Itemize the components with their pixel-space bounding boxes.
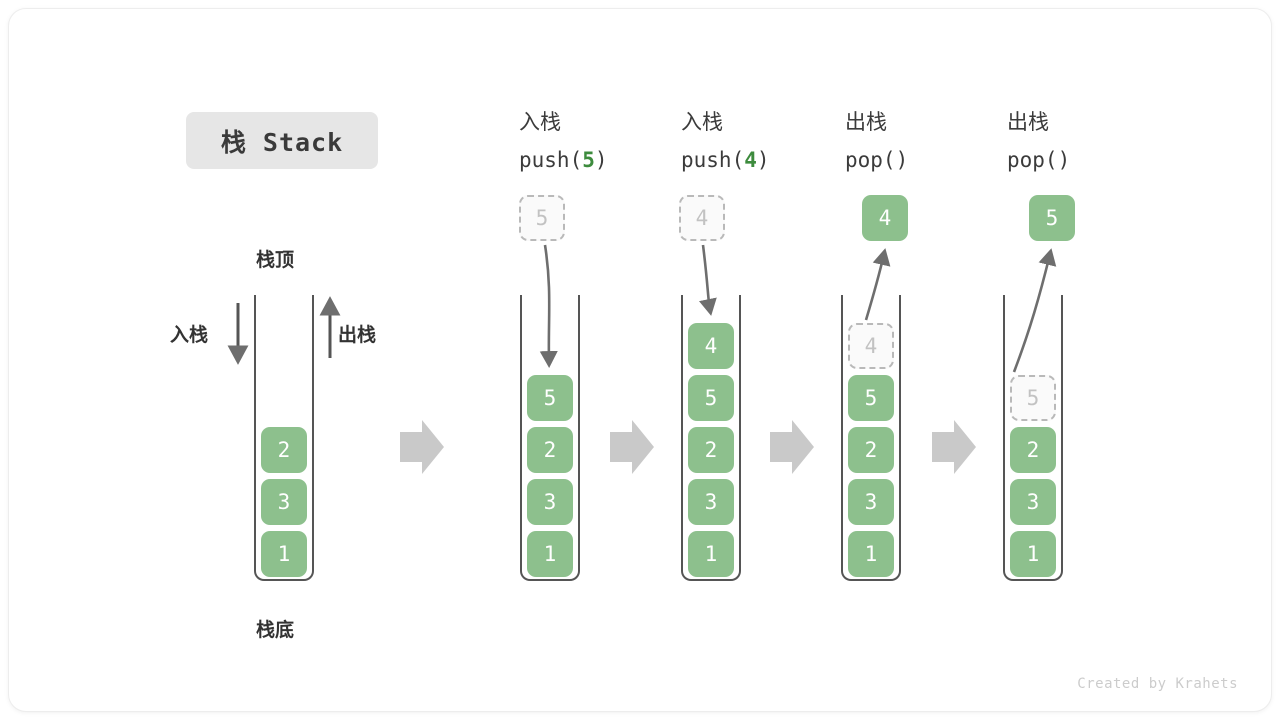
stack-bottom-label: 栈底	[256, 619, 295, 641]
op-code-prefix-pop-1: pop(	[845, 148, 896, 172]
op-cn-push-4: 入栈	[681, 110, 723, 134]
stack-cell: 2	[527, 427, 573, 473]
stack-wall	[1003, 295, 1063, 581]
stack-initial: 1 3 2	[254, 295, 314, 581]
op-cn-pop-2: 出栈	[1007, 110, 1049, 134]
stack-wall	[681, 295, 741, 581]
stack-after-push-4: 1 3 2 5 4	[681, 295, 741, 581]
op-code-prefix-push-4: push(	[681, 148, 745, 172]
stack-cell: 1	[1010, 531, 1056, 577]
op-label-pop-1: 出栈 pop()	[845, 103, 908, 179]
stack-cells: 1 3 2 5	[520, 375, 580, 577]
incoming-value-4: 4	[679, 195, 725, 241]
op-code-prefix-pop-2: pop(	[1007, 148, 1058, 172]
stack-top-label: 栈顶	[256, 249, 295, 271]
stack-cell: 3	[527, 479, 573, 525]
stack-cell: 5	[688, 375, 734, 421]
stack-cell: 5	[848, 375, 894, 421]
op-code-num-push-4: 4	[744, 148, 757, 172]
diagram-title-badge: 栈 Stack	[186, 112, 378, 169]
op-cn-pop-1: 出栈	[845, 110, 887, 134]
op-code-num-push-5: 5	[582, 148, 595, 172]
stack-cell: 2	[261, 427, 307, 473]
stack-cell: 1	[848, 531, 894, 577]
stack-cell: 3	[848, 479, 894, 525]
stack-cell: 5	[527, 375, 573, 421]
stack-cells: 1 3 2	[254, 427, 314, 577]
stack-after-push-5: 1 3 2 5	[520, 295, 580, 581]
op-code-prefix-push-5: push(	[519, 148, 583, 172]
stack-cell: 1	[527, 531, 573, 577]
stack-cell: 2	[848, 427, 894, 473]
stack-cell: 3	[1010, 479, 1056, 525]
watermark: Created by Krahets	[1077, 676, 1238, 692]
op-code-suffix-pop-1: )	[895, 148, 909, 172]
stack-cells: 1 3 2 5 4	[681, 323, 741, 577]
stack-after-pop-1: 1 3 2 5 4	[841, 295, 901, 581]
op-label-push-5: 入栈 push(5)	[519, 103, 608, 179]
op-code-suffix-pop-2: )	[1057, 148, 1071, 172]
op-code-suffix-push-5: )	[594, 148, 608, 172]
stack-cell: 4	[688, 323, 734, 369]
stack-wall	[841, 295, 901, 581]
push-direction-label: 入栈	[170, 324, 209, 346]
incoming-value-5: 5	[519, 195, 565, 241]
pop-direction-label: 出栈	[338, 324, 377, 346]
stack-wall	[254, 295, 314, 581]
stack-cell: 3	[688, 479, 734, 525]
stack-cell: 2	[1010, 427, 1056, 473]
stack-cells: 1 3 2 5	[1003, 375, 1063, 577]
op-code-suffix-push-4: )	[756, 148, 770, 172]
stack-cell: 2	[688, 427, 734, 473]
stack-cells: 1 3 2 5 4	[841, 323, 901, 577]
stack-cell: 3	[261, 479, 307, 525]
outgoing-value-4: 4	[862, 195, 908, 241]
op-label-pop-2: 出栈 pop()	[1007, 103, 1070, 179]
outgoing-value-5: 5	[1029, 195, 1075, 241]
stack-wall	[520, 295, 580, 581]
stack-cell: 1	[261, 531, 307, 577]
stack-cell: 1	[688, 531, 734, 577]
stack-cell-ghost: 5	[1010, 375, 1056, 421]
op-label-push-4: 入栈 push(4)	[681, 103, 770, 179]
stack-cell-ghost: 4	[848, 323, 894, 369]
stack-after-pop-2: 1 3 2 5	[1003, 295, 1063, 581]
op-cn-push-5: 入栈	[519, 110, 561, 134]
